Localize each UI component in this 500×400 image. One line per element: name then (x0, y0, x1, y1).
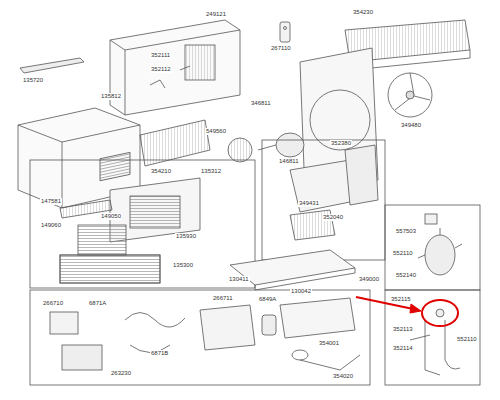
callout-number: 130042 (290, 288, 312, 295)
callout-number: 354210 (150, 168, 172, 175)
callout-number: 149050 (100, 213, 122, 220)
callout-number: 130411 (228, 276, 250, 283)
callout-number: 266711 (212, 295, 234, 302)
callout-number: 352115 (390, 296, 412, 303)
callout-number: 135312 (200, 168, 222, 175)
callout-number: 352111 (150, 52, 171, 59)
callout-number: 135720 (22, 77, 44, 84)
callout-number: 135812 (100, 93, 122, 100)
callout-number: 552140 (395, 272, 417, 279)
callout-number: 354230 (352, 9, 374, 16)
callout-number: 352113 (392, 326, 414, 333)
callout-number: 147581 (40, 198, 62, 205)
callout-number: 6849A (258, 296, 277, 303)
callout-number: 267110 (270, 45, 292, 52)
callout-number: 354001 (318, 340, 340, 347)
callout-number: 146811 (278, 158, 300, 165)
callout-number: 549560 (205, 128, 227, 135)
callout-number: 352040 (322, 214, 344, 221)
callout-number: 6871B (150, 350, 169, 357)
callout-number: 352112 (150, 66, 172, 73)
callout-number: 249121 (205, 11, 227, 18)
callout-number: 352380 (330, 140, 352, 147)
callout-number: 349000 (358, 276, 380, 283)
callout-number: 135300 (172, 262, 194, 269)
callout-number: 349431 (298, 200, 320, 207)
callout-number: 349480 (400, 122, 422, 129)
callout-number: 352114 (392, 345, 414, 352)
callout-number: 346811 (250, 100, 272, 107)
callout-number: 354020 (332, 373, 354, 380)
callout-number: 552110 (392, 250, 414, 257)
callout-number: 266710 (42, 300, 64, 307)
callout-number: 149060 (40, 222, 62, 229)
callout-number: 135930 (175, 233, 197, 240)
callout-number: 263230 (110, 370, 132, 377)
callout-number: 552110 (456, 336, 478, 343)
callout-number: 6871A (88, 300, 107, 307)
callout-number: 557503 (395, 228, 417, 235)
